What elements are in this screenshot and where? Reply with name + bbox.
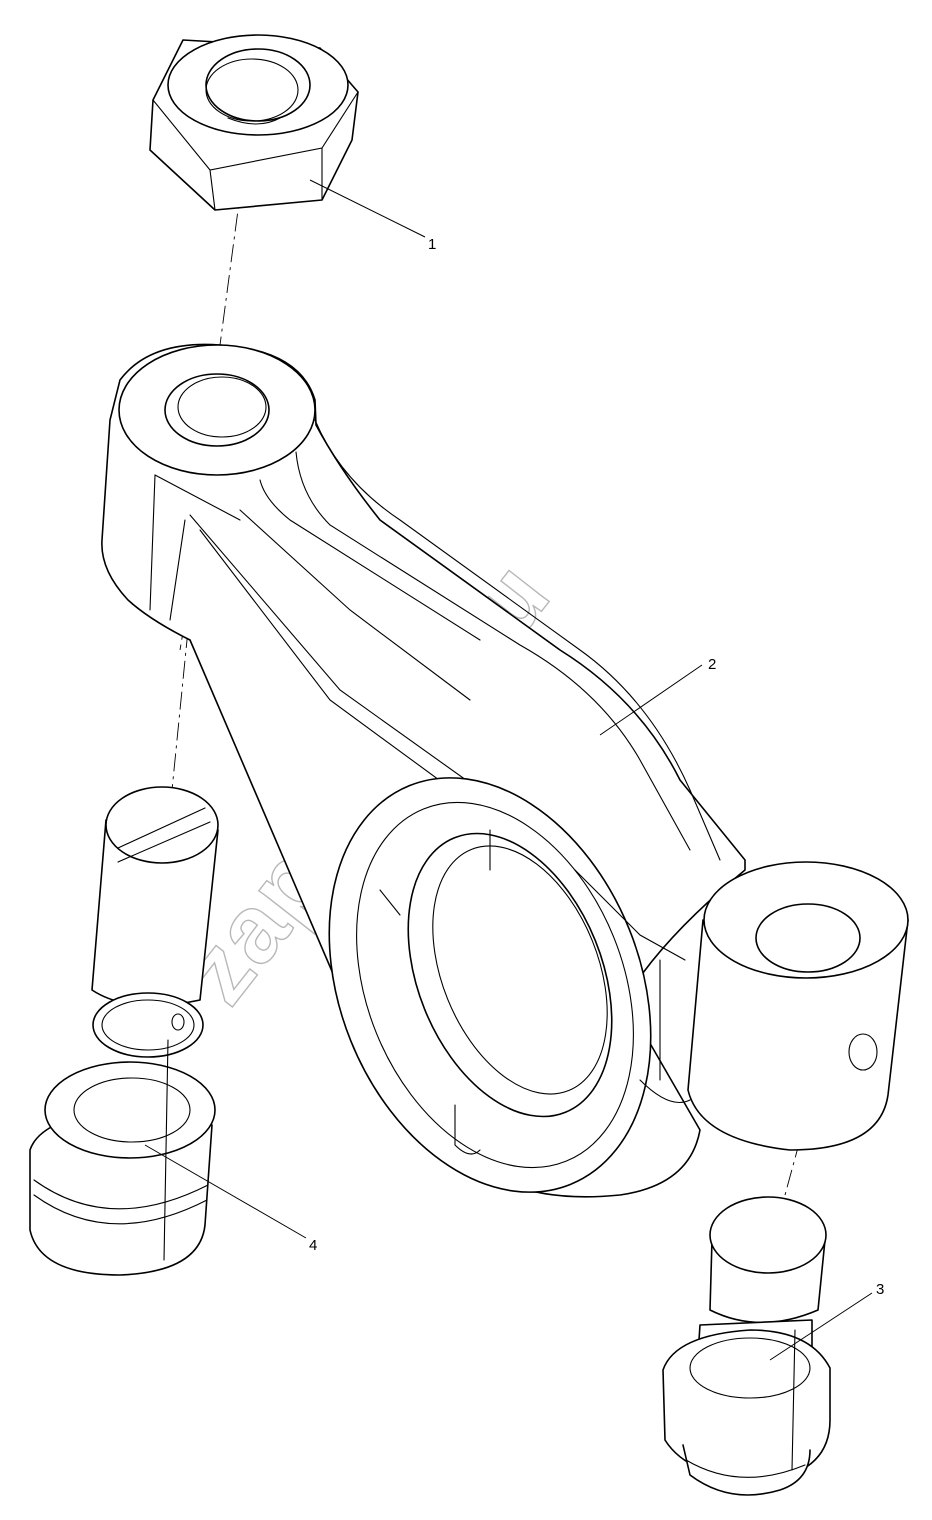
callout-3: 3 [876,1281,884,1298]
part-2-rocker-arm [101,343,746,1198]
part-3-adjusting-screw-tip [662,1196,831,1496]
callout-1: 1 [428,236,436,253]
part-1-hex-nut [149,34,359,211]
part-2-rocker-arm-right-boss [687,861,909,1151]
part-4-pushrod-tip [29,786,219,1276]
callout-2: 2 [708,656,716,673]
callout-4: 4 [309,1237,317,1254]
leader-lines [144,179,873,1361]
